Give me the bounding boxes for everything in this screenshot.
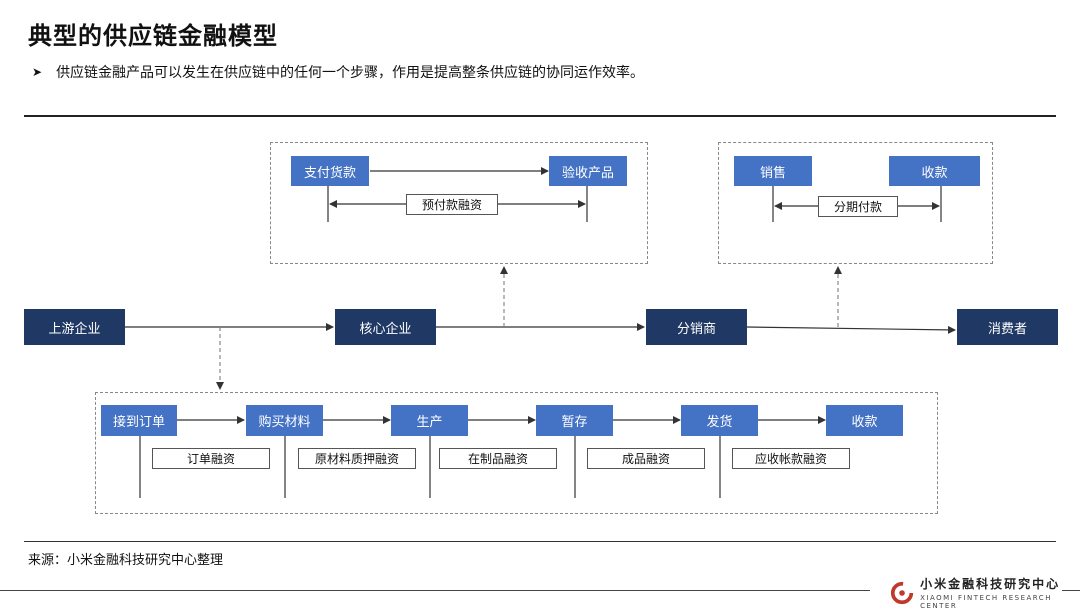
production-group-frame	[95, 392, 938, 514]
step-buy-materials: 购买材料	[246, 405, 323, 436]
brand-name-cn: 小米金融科技研究中心	[920, 577, 1061, 591]
node-upstream: 上游企业	[24, 309, 125, 345]
brand-logo: 小米金融科技研究中心 XIAOMI FINTECH RESEARCH CENTE…	[890, 575, 1080, 610]
footer-line-right	[1062, 590, 1080, 591]
bullet-text: 供应链金融产品可以发生在供应链中的任何一个步骤，作用是提高整条供应链的协同运作效…	[56, 65, 645, 81]
product-installment: 分期付款	[818, 196, 898, 217]
page-title: 典型的供应链金融模型	[28, 22, 278, 50]
node-core: 核心企业	[335, 309, 436, 345]
bullet-point: ➤ 供应链金融产品可以发生在供应链中的任何一个步骤，作用是提高整条供应链的协同运…	[32, 62, 644, 82]
brand-name-en: XIAOMI FINTECH RESEARCH CENTER	[920, 594, 1052, 610]
node-consumer: 消费者	[957, 309, 1058, 345]
arrow-distributor-to-consumer	[746, 325, 956, 334]
step-ship: 发货	[681, 405, 758, 436]
source-divider	[24, 541, 1056, 542]
product-receivables: 应收帐款融资	[732, 448, 850, 469]
product-order-financing: 订单融资	[152, 448, 270, 469]
step-storage: 暂存	[536, 405, 613, 436]
step-collect-payment: 收款	[826, 405, 903, 436]
node-distributor: 分销商	[646, 309, 747, 345]
product-prepay: 预付款融资	[406, 194, 498, 215]
top-divider	[24, 115, 1056, 117]
step-produce: 生产	[391, 405, 468, 436]
step-receive-order: 接到订单	[101, 405, 177, 436]
brand-logo-icon	[890, 581, 914, 604]
footer-line	[0, 590, 870, 591]
product-material-pledge: 原材料质押融资	[298, 448, 416, 469]
step-sales: 销售	[734, 156, 812, 186]
source-note: 来源：小米金融科技研究中心整理	[28, 553, 224, 568]
installment-group-frame	[718, 142, 993, 264]
product-finished-goods: 成品融资	[587, 448, 705, 469]
product-wip-financing: 在制品融资	[439, 448, 557, 469]
step-pay: 支付货款	[291, 156, 369, 186]
step-inspect: 验收产品	[549, 156, 627, 186]
prepay-group-frame	[270, 142, 648, 264]
bullet-arrow-icon: ➤	[32, 65, 43, 79]
step-collect: 收款	[889, 156, 980, 186]
